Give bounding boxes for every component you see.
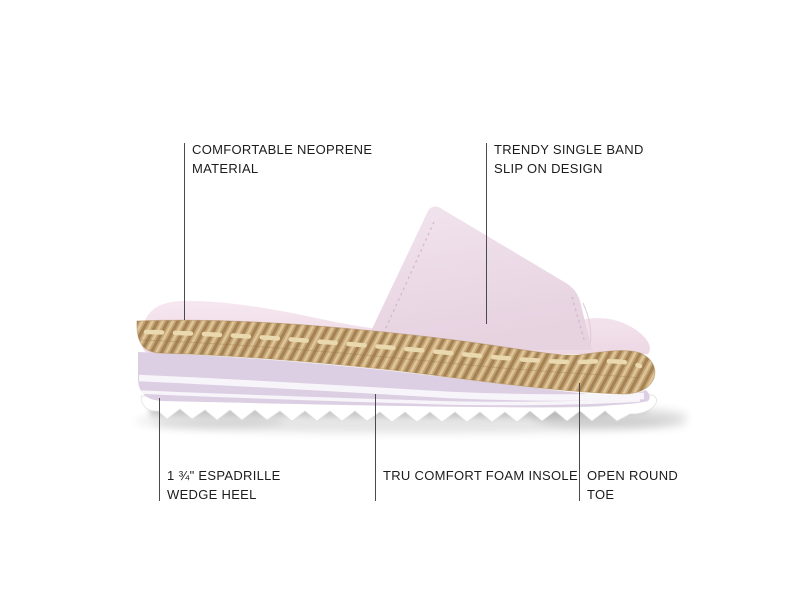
footbed-toe-crease: [582, 302, 592, 347]
callout-label-toe: OPEN ROUND TOE: [587, 468, 679, 502]
strap-seam-right: [571, 296, 586, 344]
jute-row-seam: [139, 339, 641, 379]
callout-label-band: TRENDY SINGLE BAND SLIP ON DESIGN: [494, 142, 644, 176]
callout-line-toe: [579, 383, 580, 501]
jute-stitch: [143, 329, 643, 369]
strap-shape: [362, 206, 592, 350]
wedge-stripe-upper: [138, 374, 645, 401]
callout-line-heel: [159, 398, 160, 501]
callout-label-material: COMFORTABLE NEOPRENE MATERIAL: [192, 142, 373, 176]
strap-seam-left: [379, 221, 435, 342]
callout-line-band: [486, 143, 487, 324]
callout-line-material: [184, 143, 185, 320]
wedge-stripe-lower: [138, 390, 641, 406]
callout-label-insole: TRU COMFORT FOAM INSOLE: [383, 468, 578, 483]
callout-label-heel: 1 ¾" ESPADRILLE WEDGE HEEL: [167, 468, 281, 502]
wedge-shape: [138, 352, 650, 408]
callout-line-insole: [375, 394, 376, 501]
heel-shadow: [135, 414, 285, 428]
